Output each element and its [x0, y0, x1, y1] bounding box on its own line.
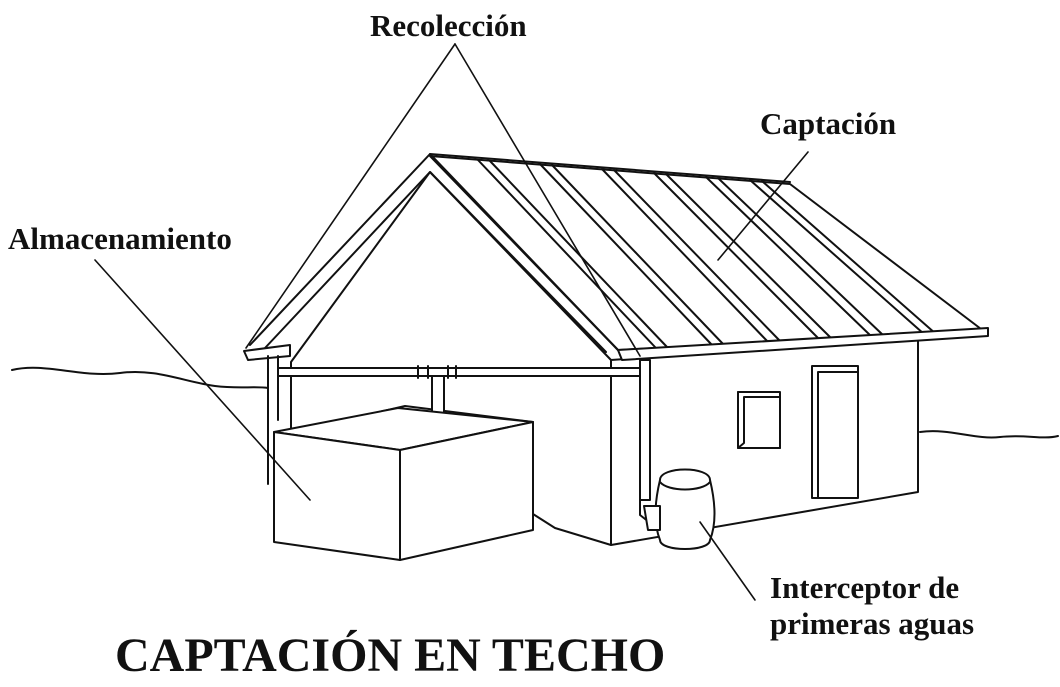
roof-sheet-line-2: [489, 160, 668, 348]
roof-sheet-line-8: [665, 173, 833, 340]
label-captacion: Captación: [760, 106, 897, 141]
roof-sheet-line-1: [477, 159, 656, 348]
roof-sheet-line-9: [705, 176, 873, 338]
door-frame: [817, 371, 859, 499]
label-interceptor: Interceptor de primeras aguas: [770, 570, 974, 642]
roof-sheet-line-11: [749, 179, 925, 335]
roof-sheet-line-6: [613, 169, 782, 343]
leader-almacenamiento: [94, 259, 311, 501]
gutter-side: [617, 327, 989, 361]
leader-recoleccion-left: [245, 43, 456, 349]
roof-ridge: [429, 153, 791, 183]
collector-pipe: [277, 367, 641, 377]
roof-gable-inner: [264, 171, 607, 353]
tank-side: [399, 421, 534, 561]
ground-line-right: [919, 430, 1059, 439]
pipe-joint-1: [417, 365, 457, 379]
barrel-inlet: [643, 505, 661, 531]
roof-sheet-line-5: [601, 168, 770, 344]
roof-sheet-line-10: [717, 177, 885, 337]
interceptor-barrel: [654, 468, 716, 550]
leader-recoleccion-right: [454, 43, 641, 357]
tank-front: [273, 431, 401, 561]
door: [811, 365, 859, 499]
roof-sheet-line-7: [653, 172, 821, 341]
label-almacenamiento: Almacenamiento: [8, 221, 232, 256]
leader-interceptor: [699, 521, 756, 601]
barrel-rim: [659, 481, 711, 491]
roof-gable-outer: [249, 153, 619, 351]
roof-sheet-line-4: [551, 164, 725, 346]
downpipe-right: [639, 359, 651, 501]
roof-sheet-line-3: [539, 163, 713, 346]
window-frame: [737, 391, 781, 449]
label-interceptor-line1: Interceptor de: [770, 570, 960, 605]
label-interceptor-line2: primeras aguas: [770, 606, 975, 641]
label-recoleccion: Recolección: [370, 8, 527, 43]
roof-sheet-line-12: [761, 180, 937, 335]
leader-captacion: [717, 151, 809, 261]
ground-line-left: [11, 366, 269, 389]
downpipe-left: [267, 355, 279, 485]
diagram-title: CAPTACIÓN EN TECHO: [115, 629, 666, 682]
